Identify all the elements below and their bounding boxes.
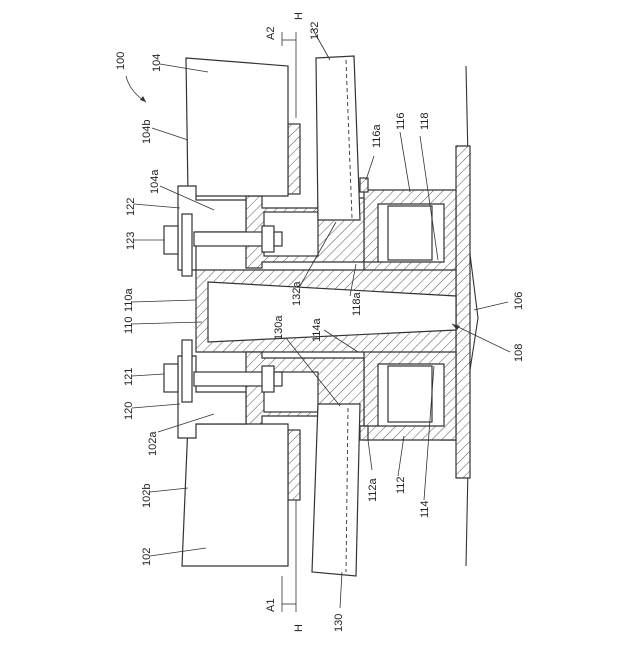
hollow-118	[388, 206, 432, 260]
label-A1: A1	[265, 599, 277, 612]
label-A2: A2	[265, 27, 277, 40]
nut-123	[262, 226, 274, 252]
leader-116	[400, 132, 410, 192]
nut-121	[262, 366, 274, 392]
arrowhead-100	[140, 96, 146, 102]
bolt-washer-123	[182, 214, 192, 276]
label-116: 116	[395, 112, 407, 130]
label-102b: 102b	[141, 484, 153, 508]
strip-left	[288, 430, 300, 500]
leader-120	[132, 404, 180, 408]
leader-112	[398, 436, 404, 476]
label-112a: 112a	[367, 477, 379, 502]
bolt-head-121	[164, 364, 178, 392]
plate-132	[316, 56, 360, 220]
leader-102b	[150, 488, 188, 492]
label-104b: 104b	[141, 120, 153, 144]
leader-116a	[366, 156, 374, 180]
strip-right	[288, 124, 300, 194]
label-118: 118	[419, 112, 431, 130]
label-104: 104	[151, 54, 163, 72]
bolt-head-123	[164, 226, 178, 254]
foot-116a	[360, 178, 368, 192]
label-118a: 118a	[351, 291, 363, 316]
label-102a: 102a	[147, 431, 159, 456]
hollow-114	[388, 366, 432, 422]
label-H-bottom: H	[293, 624, 305, 632]
leader-110	[132, 322, 202, 324]
plate-130	[312, 404, 360, 576]
label-132: 132	[309, 22, 321, 40]
label-114: 114	[419, 500, 431, 518]
bolt-shank-121	[194, 372, 264, 386]
label-104a: 104a	[149, 169, 161, 194]
label-120: 120	[123, 402, 135, 420]
leader-122	[134, 204, 180, 208]
label-114a: 114a	[311, 317, 323, 342]
leader-130	[340, 572, 342, 608]
label-122: 122	[125, 198, 137, 216]
leader-110a	[132, 300, 196, 302]
bolt-washer-121	[182, 340, 192, 402]
label-123: 123	[125, 232, 137, 250]
panel-102	[182, 424, 288, 566]
label-130a: 130a	[273, 315, 285, 340]
label-121: 121	[123, 368, 135, 386]
label-110a: 110a	[123, 287, 135, 312]
leader-121	[132, 374, 164, 376]
leader-106	[474, 302, 508, 310]
bolt-shank-123	[194, 232, 264, 246]
leader-112a	[368, 440, 372, 470]
leader-104b	[152, 128, 188, 140]
nut-end-123	[274, 232, 282, 246]
label-112: 112	[395, 476, 407, 494]
label-108: 108	[513, 344, 525, 362]
label-100: 100	[115, 52, 127, 70]
label-116a: 116a	[371, 123, 383, 148]
nut-end-121	[274, 372, 282, 386]
label-110: 110	[123, 316, 135, 334]
label-102: 102	[141, 548, 153, 566]
label-130: 130	[333, 614, 345, 632]
label-H-top: H	[293, 12, 305, 20]
panel-104	[186, 58, 288, 196]
foot-112a	[360, 426, 368, 440]
label-106: 106	[513, 292, 525, 310]
label-132a: 132a	[291, 281, 303, 306]
